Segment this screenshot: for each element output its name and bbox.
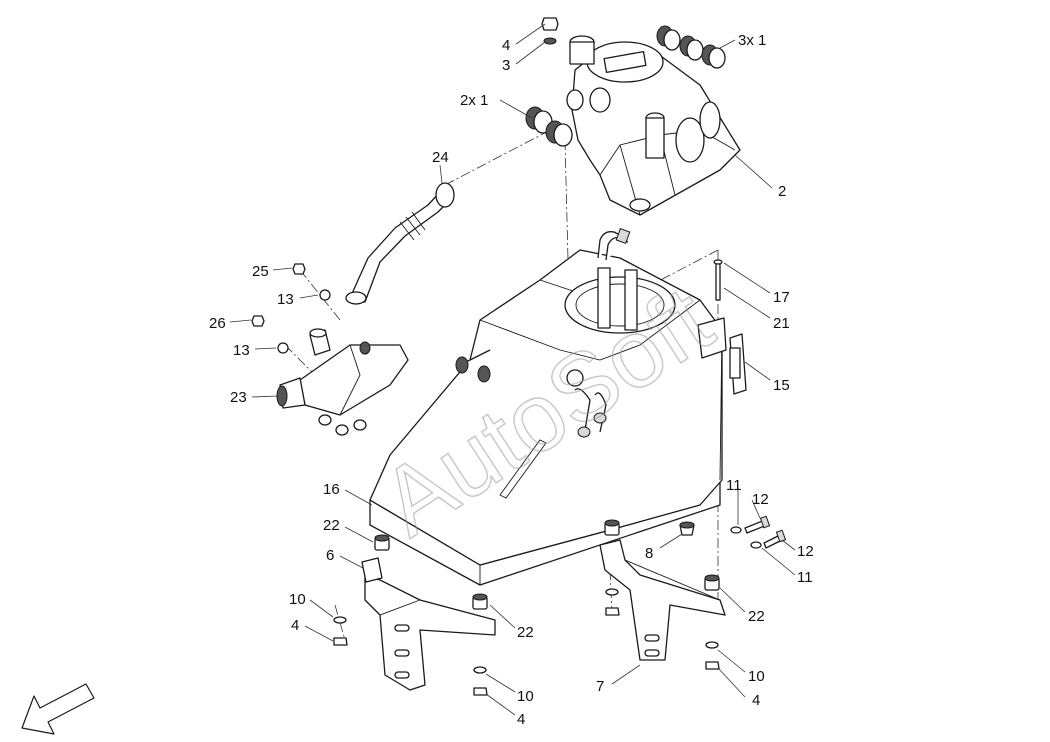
callout-22: 22 (517, 624, 534, 641)
callout-11: 11 (726, 477, 742, 494)
leader-lines (229, 23, 796, 716)
callout-6: 6 (326, 547, 334, 564)
bracket-15 (697, 259, 747, 395)
callout-11: 11 (797, 569, 813, 586)
callout-23: 23 (230, 389, 247, 406)
callout-21: 21 (773, 315, 790, 332)
rubber-mounts (374, 519, 720, 610)
callout-12: 12 (752, 491, 769, 508)
callout-26: 26 (209, 315, 226, 332)
callout-4: 4 (752, 692, 760, 709)
callout-10: 10 (748, 668, 765, 685)
arrow-down-left-icon (21, 683, 95, 735)
callout-17: 17 (773, 289, 790, 306)
callout-2: 2 (778, 183, 786, 200)
callout-labels: 4 3 3x 1 2x 1 2 24 25 13 26 13 23 17 21 … (209, 32, 814, 728)
tank-fittings (455, 228, 631, 438)
callout-10: 10 (517, 688, 534, 705)
callout-13: 13 (233, 342, 250, 359)
pump-assembly (566, 35, 741, 216)
callout-12: 12 (797, 543, 814, 560)
callout-4: 4 (291, 617, 299, 634)
bolts-right (730, 515, 787, 549)
callout-8: 8 (645, 545, 653, 562)
small-hardware-left (251, 263, 331, 354)
hose (345, 182, 455, 305)
callout-10: 10 (289, 591, 306, 608)
callout-15: 15 (773, 377, 790, 394)
callout-25: 25 (252, 263, 269, 280)
valve-block (276, 328, 409, 436)
callout-22: 22 (748, 608, 765, 625)
callout-2x1: 2x 1 (460, 92, 488, 109)
callout-4: 4 (517, 711, 525, 728)
callout-3: 3 (502, 57, 510, 74)
bracket-6 (361, 557, 496, 691)
callout-4: 4 (502, 37, 510, 54)
callout-3x1: 3x 1 (738, 32, 766, 49)
callout-16: 16 (323, 481, 340, 498)
callout-7: 7 (596, 678, 604, 695)
top-nut-washer (541, 17, 559, 45)
hydraulic-tank (369, 249, 723, 586)
callout-22: 22 (323, 517, 340, 534)
bracket-7 (599, 539, 726, 661)
fittings-2x (525, 106, 573, 147)
callout-24: 24 (432, 149, 449, 166)
callout-13: 13 (277, 291, 294, 308)
fittings-3x (656, 25, 726, 69)
